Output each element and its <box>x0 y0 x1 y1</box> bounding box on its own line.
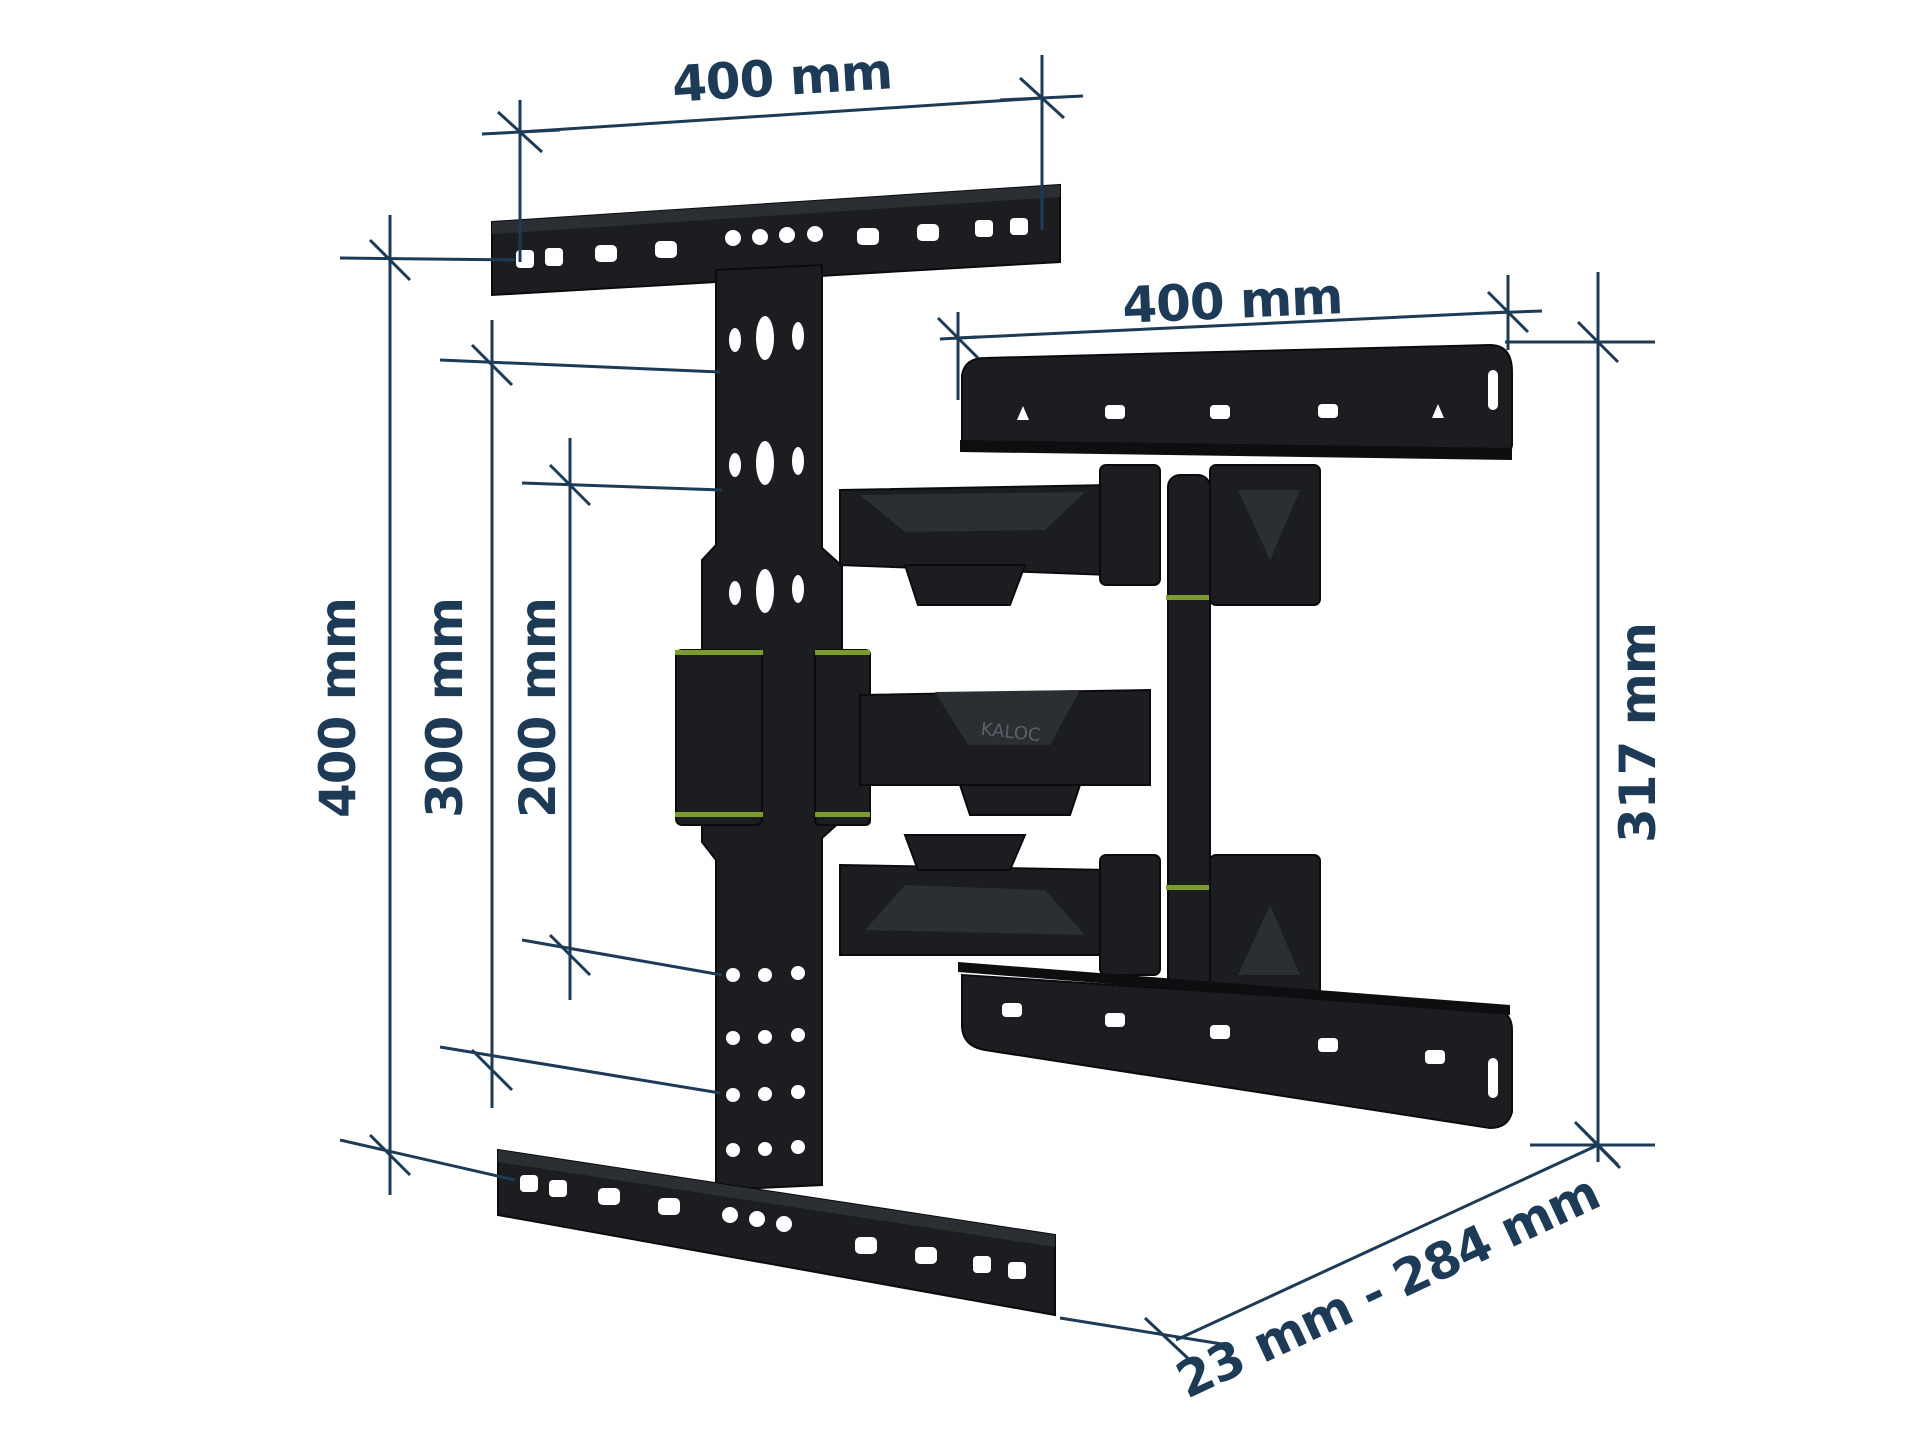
label-wall-height-400: 400 mm <box>309 598 367 818</box>
dim-wall-top-width <box>481 55 1084 262</box>
wall-top-rail <box>491 183 1061 297</box>
articulating-arms: KALOC <box>839 464 1321 1011</box>
label-extension-range: 23 mm - 284 mm <box>1168 1163 1608 1409</box>
pivot-column <box>1099 464 1321 1011</box>
tv-bracket-top-rail <box>960 343 1513 460</box>
tv-bracket <box>958 343 1513 1130</box>
label-tv-height: 317 mm <box>1609 623 1667 843</box>
tv-bracket-bottom-rail <box>958 962 1513 1130</box>
upper-arm <box>839 483 1111 606</box>
label-wall-height-200: 200 mm <box>509 598 567 818</box>
dim-wall-height-400 <box>339 215 516 1195</box>
dim-extension-range <box>1059 1120 1622 1367</box>
dimension-lines <box>339 55 1655 1367</box>
dim-wall-height-300 <box>439 320 721 1108</box>
label-tv-width: 400 mm <box>1121 267 1343 335</box>
label-wall-top-width: 400 mm <box>670 42 893 113</box>
lower-arm <box>839 834 1111 956</box>
wall-hinge <box>675 649 871 826</box>
label-wall-height-300: 300 mm <box>416 598 474 818</box>
dim-tv-width <box>936 275 1543 400</box>
middle-arm: KALOC <box>859 688 1151 816</box>
wall-plate: UP <box>491 183 1061 1317</box>
wall-vertical-spine: UP <box>701 263 843 1192</box>
wall-bottom-rail <box>497 1148 1056 1317</box>
dim-wall-height-200 <box>521 438 723 1000</box>
